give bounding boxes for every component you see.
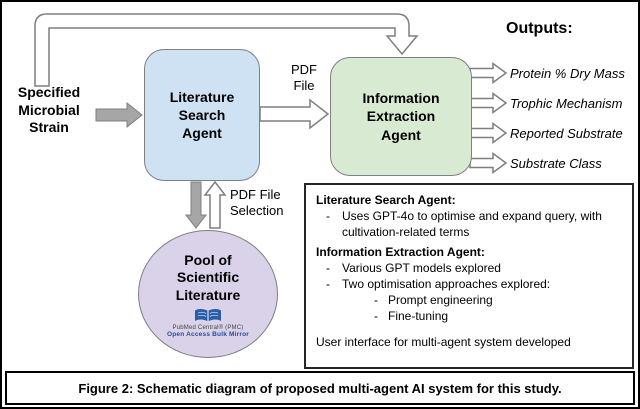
pool-ellipse: Pool of Scientific Literature PubMed Cen… [138, 230, 278, 358]
output-arrow [469, 152, 508, 174]
output-arrow [469, 62, 508, 84]
output-arrow [469, 92, 508, 114]
pool-up-arrow [203, 180, 227, 229]
notes-bullet-text: Two optimisation approaches explored: [342, 277, 551, 292]
notes-bullet: - Two optimisation approaches explored: [316, 277, 622, 293]
notes-bullet: - Various GPT models explored [316, 261, 622, 277]
output-arrow [469, 122, 508, 144]
literature-search-agent-box: Literature Search Agent [144, 49, 260, 181]
figure-caption: Figure 2: Schematic diagram of proposed … [5, 371, 635, 405]
pmc-logo: PubMed Central® (PMC) Open Access Bulk M… [167, 308, 249, 338]
pmc-logo-line2: Open Access Bulk Mirror [166, 331, 250, 339]
bullet-dash: - [374, 292, 378, 307]
bullet-dash: - [326, 261, 330, 276]
bullet-dash: - [326, 208, 330, 223]
notes-bullet-text: Prompt engineering [388, 292, 493, 307]
bullet-dash: - [374, 308, 378, 323]
notes-sub-bullet: - Fine-tuning [316, 309, 622, 325]
output-item-label: Substrate Class [510, 156, 602, 171]
pdf-file-selection-label: PDF File Selection [230, 187, 284, 218]
input-strain-label: Specified Microbial Strain [17, 84, 81, 135]
notes-footer: User interface for multi-agent system de… [316, 334, 571, 349]
pool-label: Pool of Scientific Literature [175, 251, 241, 303]
pdf-file-label: PDF File [291, 62, 317, 93]
notes-bullet-text: Various GPT models explored [342, 261, 501, 276]
bullet-dash: - [326, 277, 330, 292]
notes-bullet: - Uses GPT-4o to optimise and expand que… [316, 209, 622, 241]
output-item-label: Protein % Dry Mass [510, 66, 625, 81]
notes-panel: Literature Search Agent: - Uses GPT-4o t… [304, 183, 634, 369]
pmc-logo-line1: PubMed Central® (PMC) [172, 325, 244, 332]
pdf-file-arrow [259, 98, 330, 130]
information-extraction-agent-box: Information Extraction Agent [330, 57, 472, 176]
notes-heading-extraction: Information Extraction Agent: [316, 245, 485, 260]
literature-search-agent-label: Literature Search Agent [169, 88, 235, 142]
notes-bullet-text: Uses GPT-4o to optimise and expand query… [342, 208, 602, 239]
diagram-canvas: Specified Microbial Strain Literature Se… [2, 2, 638, 373]
output-item-label: Trophic Mechanism [510, 96, 623, 111]
input-arrow [95, 101, 143, 129]
open-book-icon [195, 309, 221, 322]
output-item-label: Reported Substrate [510, 126, 623, 141]
outputs-heading: Outputs: [506, 20, 573, 37]
notes-sub-bullet: - Prompt engineering [316, 293, 622, 309]
information-extraction-agent-label: Information Extraction Agent [362, 90, 440, 143]
notes-heading-literature: Literature Search Agent: [316, 193, 456, 207]
pool-down-arrow [184, 181, 208, 229]
notes-bullet-text: Fine-tuning [388, 308, 449, 323]
